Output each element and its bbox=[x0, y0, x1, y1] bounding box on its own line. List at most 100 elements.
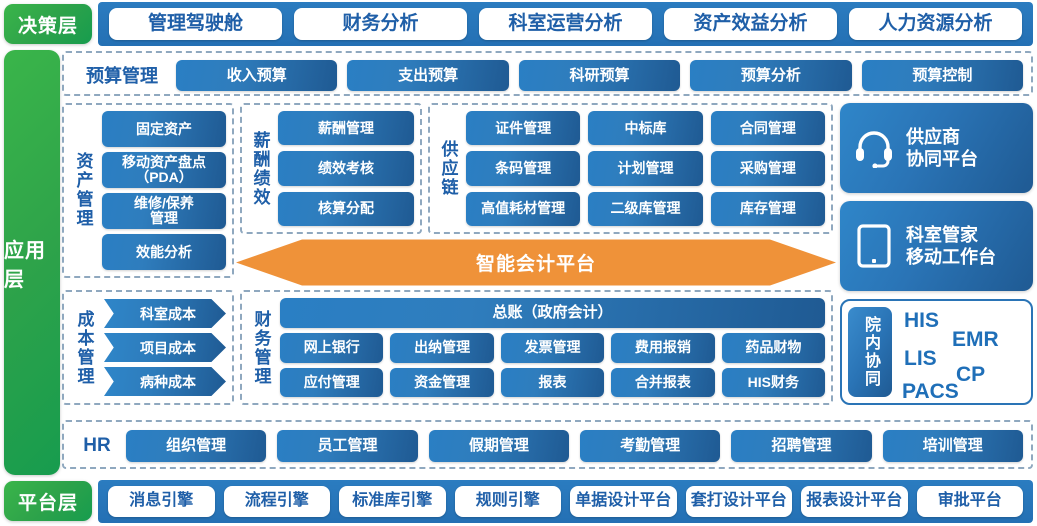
supply-chain-label: 供应链 bbox=[438, 140, 458, 197]
asset-management-group: 资产管理 固定资产 移动资产盘点（PDA） 维修/保养管理 效能分析 bbox=[62, 103, 234, 278]
supply-item-1[interactable]: 中标库 bbox=[588, 111, 703, 146]
decision-item-0[interactable]: 管理驾驶舱 bbox=[109, 8, 282, 40]
layer-tag-application: 应用层 bbox=[4, 50, 60, 475]
financial-management-label: 财务管理 bbox=[251, 309, 271, 386]
salary-item-2[interactable]: 核算分配 bbox=[278, 191, 414, 226]
system-emr: EMR bbox=[952, 328, 999, 351]
finance-r1-item-4[interactable]: 药品财物 bbox=[721, 333, 826, 363]
cost-item-1[interactable]: 项目成本 bbox=[104, 333, 226, 362]
supply-item-5[interactable]: 采购管理 bbox=[710, 151, 825, 186]
finance-r2-item-4[interactable]: HIS财务 bbox=[721, 367, 826, 397]
hr-items: 组织管理 员工管理 假期管理 考勤管理 招聘管理 培训管理 bbox=[126, 430, 1023, 462]
hr-item-0[interactable]: 组织管理 bbox=[126, 430, 267, 462]
asset-item-0[interactable]: 固定资产 bbox=[102, 111, 226, 147]
cost-item-0[interactable]: 科室成本 bbox=[104, 299, 226, 328]
hr-item-5[interactable]: 培训管理 bbox=[882, 430, 1023, 462]
decision-item-3[interactable]: 资产效益分析 bbox=[664, 8, 837, 40]
hr-label: HR bbox=[83, 435, 111, 456]
hr-item-1[interactable]: 员工管理 bbox=[277, 430, 418, 462]
system-lis: LIS bbox=[904, 347, 937, 370]
financial-items: 总账（政府会计） 网上银行 出纳管理 发票管理 费用报销 药品财物 应付管理 资… bbox=[280, 298, 826, 397]
platform-item-0[interactable]: 消息引擎 bbox=[108, 486, 215, 517]
cost-management-group: 成本管理 科室成本 项目成本 病种成本 bbox=[62, 290, 234, 405]
platform-item-2[interactable]: 标准库引擎 bbox=[339, 486, 446, 517]
platform-item-6[interactable]: 报表设计平台 bbox=[801, 486, 908, 517]
layer-tag-application-label: 应用层 bbox=[4, 239, 46, 291]
asset-item-2[interactable]: 维修/保养管理 bbox=[102, 193, 226, 229]
supply-item-3[interactable]: 条码管理 bbox=[466, 151, 581, 186]
supply-item-8[interactable]: 库存管理 bbox=[710, 191, 825, 226]
system-pacs: PACS bbox=[902, 380, 959, 403]
finance-r1-item-1[interactable]: 出纳管理 bbox=[390, 333, 494, 363]
mobile-workbench-label: 科室管家移动工作台 bbox=[906, 224, 996, 268]
decision-item-2[interactable]: 科室运营分析 bbox=[479, 8, 652, 40]
finance-r2-item-2[interactable]: 报表 bbox=[500, 367, 605, 397]
salary-performance-group: 薪酬绩效 薪酬管理 绩效考核 核算分配 bbox=[240, 103, 422, 234]
salary-items: 薪酬管理 绩效考核 核算分配 bbox=[278, 111, 414, 226]
salary-item-1[interactable]: 绩效考核 bbox=[278, 151, 414, 186]
decision-layer-bar: 管理驾驶舱 财务分析 科室运营分析 资产效益分析 人力资源分析 bbox=[98, 2, 1033, 46]
budget-item-4[interactable]: 预算控制 bbox=[861, 60, 1024, 91]
asset-management-label: 资产管理 bbox=[73, 152, 93, 228]
finance-general-ledger[interactable]: 总账（政府会计） bbox=[280, 298, 825, 328]
finance-r2-item-1[interactable]: 资金管理 bbox=[390, 367, 494, 397]
layer-tag-decision: 决策层 bbox=[4, 4, 92, 44]
supply-item-2[interactable]: 合同管理 bbox=[710, 111, 825, 146]
budget-management-group: 预算管理 收入预算 支出预算 科研预算 预算分析 预算控制 bbox=[62, 51, 1033, 96]
internal-systems-list: HIS EMR LIS CP PACS bbox=[900, 307, 1025, 403]
finance-r2-item-3[interactable]: 合并报表 bbox=[611, 367, 715, 397]
intelligent-accounting-platform-label: 智能会计平台 bbox=[475, 254, 596, 275]
hr-group: HR 组织管理 员工管理 假期管理 考勤管理 招聘管理 培训管理 bbox=[62, 420, 1033, 469]
layer-tag-platform-label: 平台层 bbox=[17, 492, 78, 514]
platform-item-3[interactable]: 规则引擎 bbox=[454, 486, 561, 517]
budget-item-1[interactable]: 支出预算 bbox=[347, 60, 509, 91]
supply-item-6[interactable]: 高值耗材管理 bbox=[466, 191, 581, 226]
headset-icon bbox=[850, 128, 898, 168]
internal-coordination-card[interactable]: 院内协同 HIS EMR LIS CP PACS bbox=[840, 299, 1033, 405]
supplier-collaboration-card[interactable]: 供应商协同平台 bbox=[840, 103, 1033, 193]
cost-items: 科室成本 项目成本 病种成本 bbox=[104, 299, 226, 396]
supply-chain-group: 供应链 证件管理 中标库 合同管理 条码管理 计划管理 采购管理 高值耗材管理 … bbox=[428, 103, 833, 234]
finance-r1-item-0[interactable]: 网上银行 bbox=[280, 333, 384, 363]
finance-row-2: 应付管理 资金管理 报表 合并报表 HIS财务 bbox=[280, 367, 826, 397]
budget-item-0[interactable]: 收入预算 bbox=[176, 60, 338, 91]
asset-item-1[interactable]: 移动资产盘点（PDA） bbox=[102, 152, 226, 188]
cost-item-2[interactable]: 病种成本 bbox=[104, 367, 226, 396]
decision-item-1[interactable]: 财务分析 bbox=[294, 8, 467, 40]
hr-item-4[interactable]: 招聘管理 bbox=[731, 430, 872, 462]
system-his: HIS bbox=[904, 309, 940, 332]
supply-item-0[interactable]: 证件管理 bbox=[466, 111, 581, 146]
hr-item-2[interactable]: 假期管理 bbox=[428, 430, 569, 462]
internal-coordination-label: 院内协同 bbox=[848, 307, 892, 397]
platform-item-4[interactable]: 单据设计平台 bbox=[570, 486, 677, 517]
hr-item-3[interactable]: 考勤管理 bbox=[579, 430, 721, 462]
decision-item-4[interactable]: 人力资源分析 bbox=[849, 8, 1022, 40]
budget-item-2[interactable]: 科研预算 bbox=[518, 60, 681, 91]
layer-tag-platform: 平台层 bbox=[4, 481, 92, 521]
platform-item-7[interactable]: 审批平台 bbox=[916, 486, 1023, 517]
asset-item-3[interactable]: 效能分析 bbox=[102, 234, 226, 270]
supply-item-7[interactable]: 二级库管理 bbox=[588, 191, 703, 226]
financial-management-group: 财务管理 总账（政府会计） 网上银行 出纳管理 发票管理 费用报销 药品财物 应… bbox=[240, 290, 833, 405]
finance-r1-item-2[interactable]: 发票管理 bbox=[500, 333, 605, 363]
finance-row-1: 网上银行 出纳管理 发票管理 费用报销 药品财物 bbox=[280, 333, 826, 363]
platform-item-1[interactable]: 流程引擎 bbox=[223, 486, 330, 517]
platform-item-5[interactable]: 套打设计平台 bbox=[685, 486, 792, 517]
salary-performance-label: 薪酬绩效 bbox=[250, 130, 270, 207]
budget-item-3[interactable]: 预算分析 bbox=[690, 60, 852, 91]
layer-tag-decision-label: 决策层 bbox=[17, 15, 78, 37]
finance-r1-item-3[interactable]: 费用报销 bbox=[611, 333, 715, 363]
supply-chain-items: 证件管理 中标库 合同管理 条码管理 计划管理 采购管理 高值耗材管理 二级库管… bbox=[466, 111, 825, 226]
platform-layer-bar: 消息引擎 流程引擎 标准库引擎 规则引擎 单据设计平台 套打设计平台 报表设计平… bbox=[98, 480, 1033, 523]
supply-item-4[interactable]: 计划管理 bbox=[588, 151, 703, 186]
salary-item-0[interactable]: 薪酬管理 bbox=[278, 111, 414, 146]
mobile-workbench-card[interactable]: 科室管家移动工作台 bbox=[840, 201, 1033, 291]
budget-management-label: 预算管理 bbox=[86, 66, 158, 86]
cost-management-label: 成本管理 bbox=[74, 309, 94, 386]
budget-items: 收入预算 支出预算 科研预算 预算分析 预算控制 bbox=[176, 60, 1024, 91]
tablet-icon bbox=[850, 224, 898, 268]
finance-r2-item-0[interactable]: 应付管理 bbox=[280, 367, 384, 397]
supplier-collaboration-label: 供应商协同平台 bbox=[906, 126, 978, 170]
external-platforms-column: 供应商协同平台 科室管家移动工作台 院内协同 HIS EMR LIS CP PA… bbox=[840, 103, 1033, 405]
